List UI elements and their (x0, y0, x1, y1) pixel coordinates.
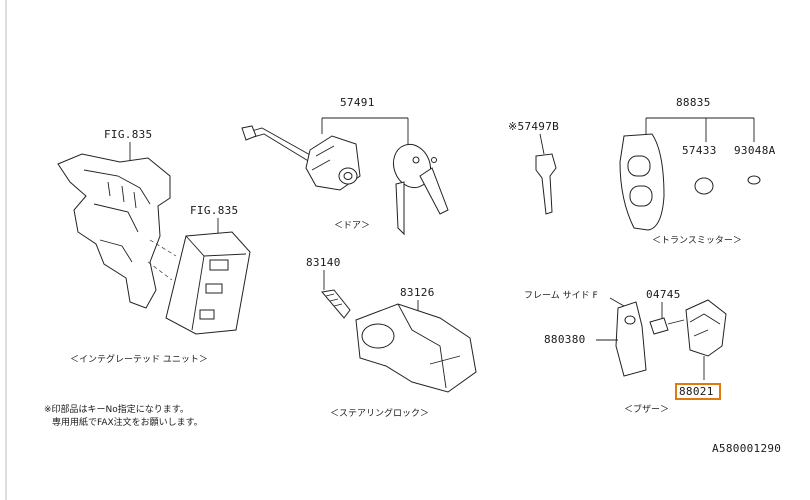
transmitter-button-lower[interactable] (629, 185, 653, 207)
note-line-1: ※印部品はキーNo指定になります。 (44, 403, 189, 415)
buzzer-caption: ＜ブザー＞ (624, 403, 669, 415)
key-group: ※57497B (508, 120, 559, 215)
steering-lock-caption: ＜ステアリングロック＞ (330, 407, 429, 419)
part-57491[interactable]: 57491 (340, 96, 375, 109)
buzzer-group: フレーム サイド F 04745 880380 88021 ＜ブザー＞ (524, 288, 727, 415)
integrated-unit-group: FIG.835 FIG.835 ＜インテグレーテッド ユニット＞ (57, 128, 251, 365)
seal-93048a (747, 175, 761, 185)
door-caption: ＜ドア＞ (334, 221, 370, 231)
part-04745[interactable]: 04745 (646, 288, 681, 301)
part-880380[interactable]: 880380 (544, 333, 586, 346)
part-83140[interactable]: 83140 (306, 256, 341, 269)
integrated-unit-caption: ＜インテグレーテッド ユニット＞ (70, 353, 208, 365)
part-83126[interactable]: 83126 (400, 286, 435, 299)
steering-lock-group: 83140 83126 ＜ステアリングロック＞ (306, 256, 477, 419)
door-group: 57491 ＜ドア＞ (241, 96, 449, 236)
transmitter-body (619, 133, 665, 231)
diagram-id: A580001290 (712, 442, 781, 455)
highlighted-part-box (675, 383, 721, 400)
part-93048a[interactable]: 93048A (734, 144, 776, 157)
part-57497b[interactable]: ※57497B (508, 120, 559, 133)
buzzer-bracket (615, 301, 647, 377)
fig-835-ref-2[interactable]: FIG.835 (190, 204, 238, 217)
key-blank (535, 153, 557, 215)
transmitter-group: 88835 57433 93048A ＜トランスミッター＞ (619, 96, 776, 246)
battery-57433 (694, 177, 714, 195)
integrated-unit-box (165, 231, 251, 335)
frame-side-label: フレーム サイド F (524, 290, 598, 301)
steering-lock-bolt (321, 289, 351, 319)
fig-835-ref-1[interactable]: FIG.835 (104, 128, 152, 141)
buzzer-unit (685, 299, 727, 357)
transmitter-button-upper[interactable] (627, 155, 651, 177)
note-line-2: 専用用紙でFAX注文をお願いします。 (52, 416, 203, 428)
part-88021[interactable]: 88021 (679, 385, 714, 398)
transmitter-caption: ＜トランスミッター＞ (652, 235, 742, 246)
part-57433[interactable]: 57433 (682, 144, 717, 157)
part-88835[interactable]: 88835 (676, 96, 711, 109)
integrated-unit-bracket (57, 153, 171, 309)
